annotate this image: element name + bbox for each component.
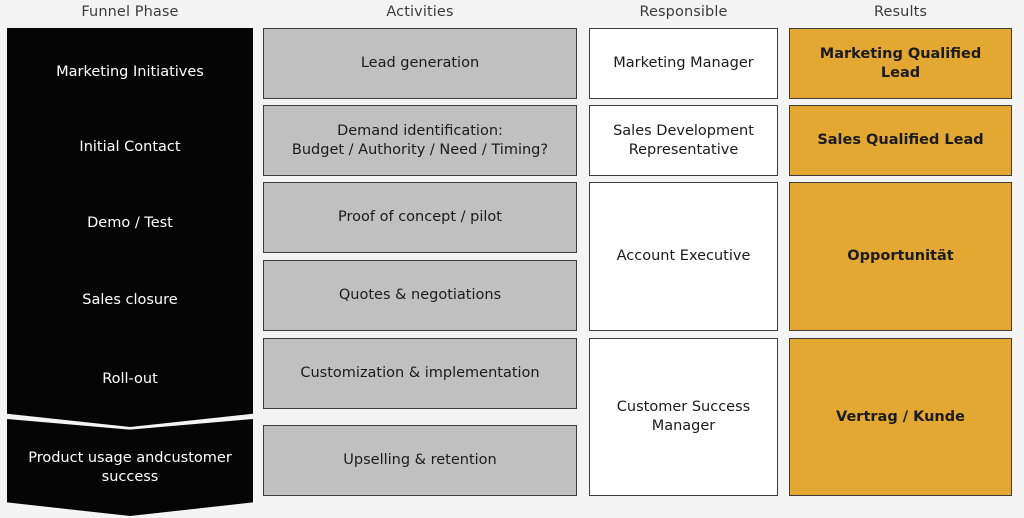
activity-card-text-line: Upselling & retention [343,452,497,468]
funnel-step-3[interactable] [7,178,253,268]
activity-card-text: Upselling & retention [343,451,496,470]
responsible-card-text-line: Customer Success [616,399,751,415]
activity-card-4[interactable]: Quotes & negotiations [263,260,577,331]
funnel-step-5[interactable] [7,332,253,427]
responsible-card-text-line: Marketing Manager [613,55,754,71]
activity-card-text: Lead generation [361,54,479,73]
result-card-text-line: Marketing Qualified Lead [819,45,982,81]
column-header-results: Results [873,4,928,20]
result-card-3[interactable]: Opportunität [789,182,1012,331]
responsible-card-text-line: Account Executive [616,248,751,264]
responsible-card-text: Marketing Manager [613,54,753,73]
activity-card-text-line: Demand identification: [337,122,503,139]
responsible-card-text: Account Executive [617,247,751,266]
result-card-text: Marketing Qualified Lead [798,45,1003,83]
column-header-activities: Activities [386,4,454,20]
activity-card-text-line: Budget / Authority / Need / Timing? [291,141,549,158]
result-card-text-line: Vertrag / Kunde [836,408,965,425]
responsible-card-1[interactable]: Marketing Manager [589,28,778,99]
activity-card-5[interactable]: Customization & implementation [263,338,577,409]
result-card-2[interactable]: Sales Qualified Lead [789,105,1012,176]
activity-card-6[interactable]: Upselling & retention [263,425,577,496]
responsible-card-text-line: Sales Development [613,122,754,139]
responsible-card-3[interactable]: Account Executive [589,182,778,331]
activity-card-2[interactable]: Demand identification: Budget / Authority… [263,105,577,176]
result-card-1[interactable]: Marketing Qualified Lead [789,28,1012,99]
activity-card-text: Demand identification: Budget / Authority… [292,122,548,160]
result-card-text: Vertrag / Kunde [836,408,965,427]
funnel-step-2[interactable] [7,103,253,191]
responsible-card-text-line: Representative [628,141,739,158]
activity-card-text-line: Lead generation [360,55,480,71]
activity-card-3[interactable]: Proof of concept / pilot [263,182,577,253]
activity-card-text: Quotes & negotiations [339,286,501,305]
result-card-text: Sales Qualified Lead [817,131,983,150]
result-card-text: Opportunität [847,247,953,266]
funnel-step-1[interactable] [7,28,253,116]
responsible-card-text-line: Manager [651,418,716,434]
activity-card-text-line: Quotes & negotiations [338,287,502,303]
activity-card-text: Customization & implementation [300,364,539,383]
result-card-4[interactable]: Vertrag / Kunde [789,338,1012,496]
column-header-responsible: Responsible [639,4,728,20]
funnel-step-4[interactable] [7,255,253,345]
activity-card-text: Proof of concept / pilot [338,208,502,227]
funnel-step-6[interactable] [7,419,253,516]
result-card-text-line: Opportunität [847,248,954,264]
column-header-funnel-phase: Funnel Phase [81,4,179,20]
activity-card-text-line: Proof of concept / pilot [338,209,502,225]
activity-card-1[interactable]: Lead generation [263,28,577,99]
activity-card-text-line: Customization & implementation [300,365,540,381]
result-card-text-line: Sales Qualified Lead [817,132,984,148]
